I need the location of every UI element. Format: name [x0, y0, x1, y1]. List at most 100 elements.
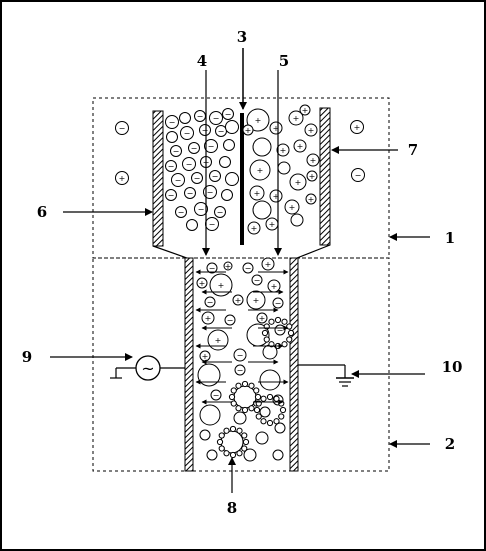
particle-charge-sign: −: [168, 191, 175, 200]
positive-particle: +: [246, 108, 270, 132]
particle-charge-sign: +: [295, 178, 302, 187]
particle-charge-sign: −: [275, 299, 282, 308]
column-particle: [243, 448, 257, 462]
column-particle: +: [261, 257, 275, 271]
particle-charge-sign: −: [212, 172, 219, 181]
particle-charge-sign: +: [265, 260, 272, 269]
particle-charge-sign: +: [245, 126, 252, 135]
column-particle: [259, 369, 281, 391]
positive-particle: +: [306, 170, 318, 182]
negative-particle: [179, 112, 191, 124]
particle-charge-sign: −: [218, 127, 225, 136]
positive-particle: +: [249, 159, 271, 181]
column-particle: +: [223, 261, 233, 271]
positive-particle: +: [305, 193, 317, 205]
negative-particle: −: [165, 160, 177, 172]
callout-labels: 3 4 5 6 7 1 2 8 9 10: [22, 28, 463, 517]
particle-charge-sign: +: [215, 336, 222, 345]
column-particle: +: [199, 350, 211, 362]
leader-lines: [50, 48, 430, 493]
particle-charge-sign: −: [225, 110, 232, 119]
negative-particle: −: [165, 115, 179, 129]
column-particle: +: [267, 279, 281, 293]
particle-charge-sign: −: [184, 129, 191, 138]
positive-particle: +: [306, 153, 320, 167]
column-particle: −: [272, 297, 284, 309]
particle-charge-sign: +: [251, 224, 258, 233]
negative-particle: −: [209, 170, 221, 182]
negative-particle: −: [209, 111, 223, 125]
positive-particle: +: [293, 139, 307, 153]
particle-charge-sign: −: [198, 205, 205, 214]
ac-source-circle: [135, 355, 161, 381]
negative-particle: −: [180, 126, 194, 140]
negative-particle: −: [204, 139, 218, 153]
positive-particle: +: [288, 110, 304, 126]
column-particle: +: [209, 273, 233, 297]
positive-particle: +: [269, 189, 283, 203]
positive-particle: +: [269, 121, 283, 135]
column-particle: +: [246, 290, 266, 310]
callout-2: 2: [445, 435, 455, 453]
particle-charge-sign: +: [259, 314, 266, 323]
column-particle: +: [196, 277, 208, 289]
negative-particle: [221, 189, 233, 201]
negative-particle: −: [175, 206, 187, 218]
negative-particle: −: [203, 185, 217, 199]
outside-ions: − + + −: [115, 120, 365, 185]
particle-charge-sign: +: [302, 106, 309, 115]
positive-particle: +: [265, 217, 279, 231]
callout-6: 6: [37, 203, 47, 221]
negative-particle: −: [194, 110, 206, 122]
agglomerate-particle: [228, 380, 262, 414]
right-hopper-wall: [319, 107, 331, 246]
negative-particle: −: [171, 173, 185, 187]
agglomerate-particle: [216, 425, 250, 459]
particle-charge-sign: −: [208, 142, 215, 151]
negative-particle: −: [184, 187, 196, 199]
outside-ion-sign: −: [119, 124, 126, 133]
callout-1: 1: [445, 229, 455, 247]
particle-charge-sign: +: [255, 116, 262, 125]
negative-particle: −: [188, 142, 200, 154]
negative-particle: −: [205, 217, 219, 231]
negative-particle: −: [214, 206, 226, 218]
particle-charge-sign: −: [169, 118, 176, 127]
column-particle: −: [224, 314, 236, 326]
negative-particle: −: [222, 108, 234, 120]
particle-charge-sign: +: [280, 146, 287, 155]
column-particle: −: [204, 296, 216, 308]
callout-3: 3: [237, 28, 247, 46]
particle-charge-sign: −: [191, 144, 198, 153]
column-particle: −: [234, 364, 246, 376]
positive-particle: +: [299, 104, 311, 116]
column-particle: [233, 411, 247, 425]
particle-charge-sign: −: [186, 160, 193, 169]
negative-particles: −−−−−−−−−−−−−−−−−−−−−−−: [165, 108, 239, 231]
negative-particle: −: [170, 145, 182, 157]
negative-particle: −: [165, 189, 177, 201]
left-electrode-wall: [184, 257, 194, 472]
negative-particle: −: [191, 172, 203, 184]
column-particle: +: [207, 329, 229, 351]
outside-positive-ion: +: [350, 120, 364, 134]
column-particle: [199, 429, 211, 441]
positive-particle: +: [276, 143, 290, 157]
zone-2-box: [92, 257, 390, 472]
ac-source-symbol: ~: [141, 359, 154, 378]
column-particle: −: [251, 274, 263, 286]
column-particle: [255, 431, 269, 445]
column-particle: −: [233, 348, 247, 362]
negative-particle: [225, 120, 239, 134]
particle-charge-sign: −: [207, 298, 214, 307]
column-particle: [272, 449, 284, 461]
column-particle: −: [274, 324, 286, 336]
particle-charge-sign: +: [199, 279, 206, 288]
column-particle: −: [210, 389, 222, 401]
callout-10: 10: [442, 358, 463, 376]
particle-charge-sign: +: [257, 166, 264, 175]
positive-particle: [252, 137, 272, 157]
particle-charge-sign: −: [277, 326, 284, 335]
